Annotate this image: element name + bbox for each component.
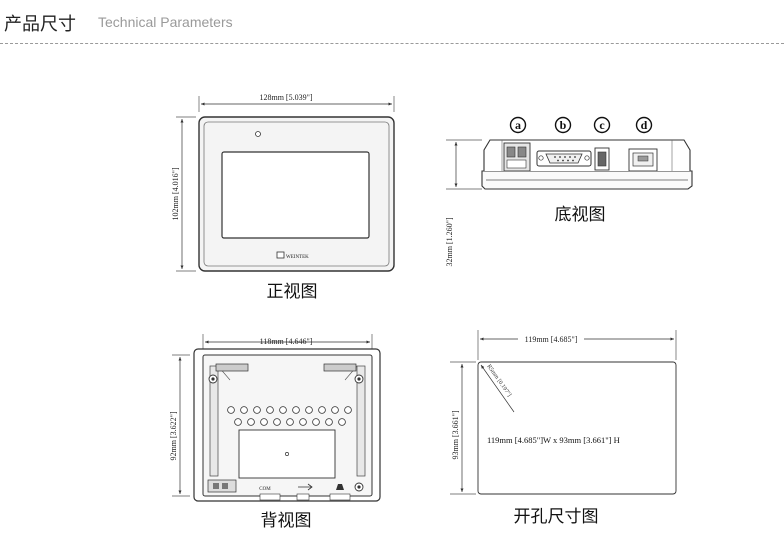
bottom-depth-dim: 32mm [1.260"] <box>445 217 454 266</box>
port-label-a: a <box>515 118 521 132</box>
front-logo-text: WEINTEK <box>286 255 309 260</box>
cutout-height-dim: 93mm [3.661"] <box>451 410 460 459</box>
section-title: 产品尺寸 <box>4 14 76 35</box>
front-view-caption: 正视图 <box>267 282 318 302</box>
header-divider <box>0 43 784 44</box>
bottom-view: a b c d 32mm [1.260"] 底视图 <box>445 116 693 267</box>
cutout-view: 119mm [4.685"] 93mm [3.661"] R5mm [0.197… <box>450 330 677 527</box>
front-height-dim: 102mm [4.016"] <box>171 167 180 220</box>
cutout-width-dim: 119mm [4.685"] <box>525 335 578 344</box>
cutout-center-text: 119mm [4.685"]W x 93mm [3.661"] H <box>487 435 620 445</box>
back-view-caption: 背视图 <box>261 511 312 531</box>
section-subtitle: Technical Parameters <box>98 14 233 30</box>
back-height-dim: 92mm [3.622"] <box>169 411 178 460</box>
front-view: 128mm [5.039"] 102mm [4.016"] WEINTEK 正视… <box>171 93 395 302</box>
page-header: 产品尺寸 Technical Parameters <box>0 0 784 44</box>
bottom-view-caption: 底视图 <box>555 205 606 225</box>
front-width-dim: 128mm [5.039"] <box>259 93 312 102</box>
cutout-view-caption: 开孔尺寸图 <box>514 507 599 527</box>
back-width-dim: 118mm [4.646"] <box>260 337 313 346</box>
port-label-c: c <box>599 118 605 132</box>
port-label-d: d <box>641 118 648 132</box>
back-com-label: COM <box>259 487 271 492</box>
back-view: 118mm [4.646"] 92mm [3.622"] <box>169 334 381 531</box>
port-label-b: b <box>560 118 567 132</box>
